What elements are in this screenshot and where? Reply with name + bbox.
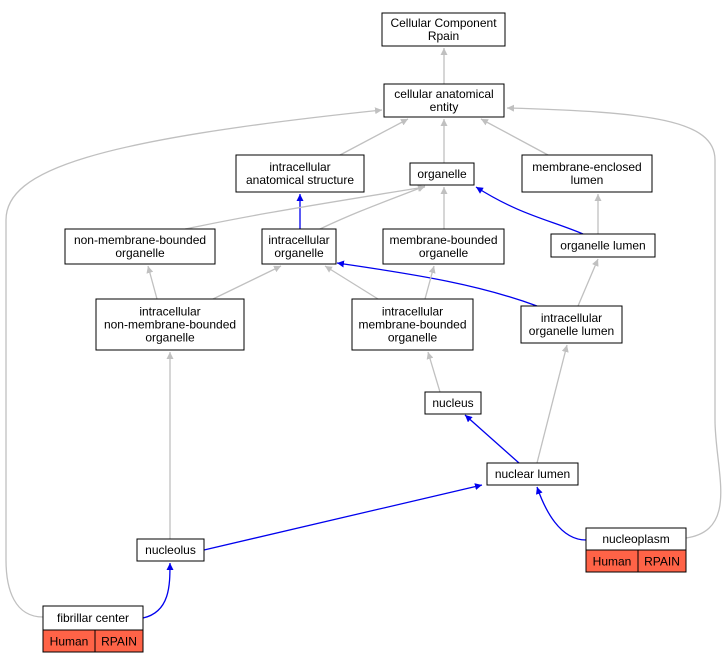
node-label-line: organelle xyxy=(145,331,195,345)
node-label-line: organelle xyxy=(388,331,438,345)
node-box xyxy=(351,298,474,351)
node-label-line: nucleoplasm xyxy=(602,532,669,546)
edges-layer xyxy=(5,48,722,619)
node-box xyxy=(383,83,505,118)
node-box xyxy=(136,538,205,562)
node-label-line: lumen xyxy=(571,173,604,187)
node-label-line: intracellular xyxy=(268,233,329,247)
node-label-line: intracellular xyxy=(382,305,443,319)
edge-part-of-nucleolus-to-nl xyxy=(203,483,483,551)
node-box xyxy=(235,154,365,193)
node-box xyxy=(424,391,482,415)
edge-part-of-iol-to-io xyxy=(336,260,538,307)
node-inmbo[interactable]: intracellularnon-membrane-boundedorganel… xyxy=(95,298,245,351)
node-org[interactable]: organelle xyxy=(409,162,475,186)
tag-label: Human xyxy=(50,635,89,649)
edge-part-of-ol-to-org xyxy=(475,186,584,235)
edge-is-a-nuc-to-imbo xyxy=(426,351,441,393)
node-box xyxy=(521,154,653,193)
node-label-line: non-membrane-bounded xyxy=(74,233,206,247)
node-label-line: nucleolus xyxy=(145,543,196,557)
node-label-line: nucleus xyxy=(432,396,473,410)
edge-is-a-inmbo-to-nmbo xyxy=(146,265,158,300)
tag-label: Human xyxy=(593,555,632,569)
node-label-line: organelle xyxy=(115,246,165,260)
node-label-line: intracellular xyxy=(139,305,200,319)
node-nucleolus[interactable]: nucleolus xyxy=(136,538,205,562)
edge-is-a-imbo-to-io xyxy=(324,265,379,300)
node-box xyxy=(42,605,144,631)
node-label-line: organelle xyxy=(419,246,469,260)
node-box xyxy=(486,462,579,486)
node-box xyxy=(381,12,506,47)
edge-part-of-fc-to-nucleolus xyxy=(142,562,174,619)
node-box xyxy=(95,298,245,351)
edge-part-of-np-to-nl xyxy=(535,486,587,541)
node-label-line: organelle xyxy=(417,167,467,181)
tag-label: RPAIN xyxy=(644,555,680,569)
node-box xyxy=(520,305,623,344)
edge-is-a-np-to-cae xyxy=(506,104,722,539)
node-label-line: nuclear lumen xyxy=(495,467,570,481)
node-label-line: anatomical structure xyxy=(246,173,354,187)
node-label-line: membrane-enclosed xyxy=(532,160,641,174)
edge-part-of-nl-to-nuc xyxy=(464,414,520,464)
node-label-line: intracellular xyxy=(269,160,330,174)
tag-cell xyxy=(637,549,687,573)
node-label-line: membrane-bounded xyxy=(389,233,497,247)
node-label-line: entity xyxy=(430,100,459,114)
edge-is-a-imbo-to-mbo xyxy=(424,265,436,300)
node-box xyxy=(409,162,475,186)
node-label-line: fibrillar center xyxy=(57,611,129,625)
edge-is-a-inmbo-to-io xyxy=(212,265,282,300)
node-label-line: non-membrane-bounded xyxy=(104,318,236,332)
node-label-line: Cellular Component xyxy=(390,16,497,30)
node-label-line: Rpain xyxy=(428,29,459,43)
node-label-line: organelle lumen xyxy=(529,324,614,338)
node-box xyxy=(550,233,656,258)
edge-is-a-io-to-org xyxy=(319,185,426,230)
node-label-line: intracellular xyxy=(541,311,602,325)
node-box xyxy=(382,228,505,265)
tag-cell xyxy=(94,629,144,653)
edge-is-a-fc-to-cae xyxy=(5,107,383,618)
node-nl[interactable]: nuclear lumen xyxy=(486,462,579,486)
node-box xyxy=(261,228,337,265)
node-label-line: organelle lumen xyxy=(560,239,645,253)
node-label-line: membrane-bounded xyxy=(358,318,466,332)
edge-is-a-meml-to-cae xyxy=(480,118,549,156)
node-ol[interactable]: organelle lumen xyxy=(550,233,656,258)
node-nuc[interactable]: nucleus xyxy=(424,391,482,415)
edge-is-a-ias-to-cae xyxy=(339,118,409,156)
node-box xyxy=(64,228,216,265)
edge-is-a-iol-to-ol xyxy=(577,258,599,307)
node-label-line: cellular anatomical xyxy=(394,87,493,101)
edge-is-a-nl-to-iol xyxy=(536,344,569,464)
tag-label: RPAIN xyxy=(101,635,137,649)
edge-is-a-nmbo-to-org xyxy=(184,184,426,230)
node-label-line: organelle xyxy=(274,246,324,260)
